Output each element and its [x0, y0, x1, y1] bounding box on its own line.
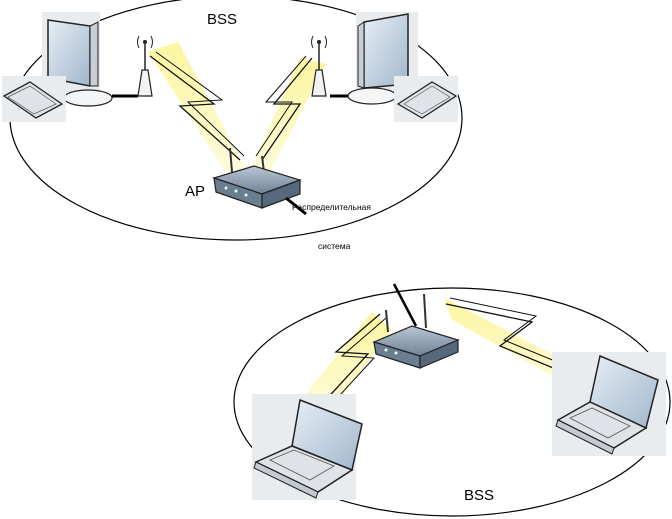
keyboard-icon	[394, 76, 458, 122]
signal-beam-bottom-left	[304, 312, 392, 412]
lightning-signal-icon	[321, 313, 381, 405]
antenna-icon	[311, 35, 327, 97]
antenna-icon	[137, 35, 153, 97]
bottom-bss-label: BSS	[464, 487, 494, 504]
distribution-cable	[285, 196, 307, 216]
lightning-signal-icon	[255, 55, 307, 157]
laptop-icon	[552, 352, 666, 456]
top-bss-label: BSS	[207, 11, 237, 28]
distribution-system-label-line1: Распределительная	[292, 202, 371, 212]
bottom-bss-boundary	[233, 287, 671, 517]
lightning-signal-icon	[445, 303, 593, 385]
desktop-computer-icon	[42, 12, 138, 107]
desktop-computer-icon	[330, 12, 418, 105]
lightning-signal-icon	[149, 55, 241, 161]
lightning-signal-icon	[261, 57, 313, 161]
ap-label: AP	[185, 183, 205, 200]
wireless-router-icon	[212, 147, 302, 209]
signal-beam-right	[252, 58, 326, 172]
lightning-signal-icon	[327, 317, 387, 409]
laptop-icon	[252, 394, 363, 500]
distribution-cable	[392, 283, 418, 327]
wireless-router-icon	[372, 293, 460, 369]
lightning-signal-icon	[155, 51, 245, 157]
lightning-signal-icon	[449, 297, 597, 379]
distribution-system-label-line2: система	[318, 241, 351, 251]
keyboard-icon	[2, 76, 66, 122]
signal-beam-left	[148, 42, 246, 172]
